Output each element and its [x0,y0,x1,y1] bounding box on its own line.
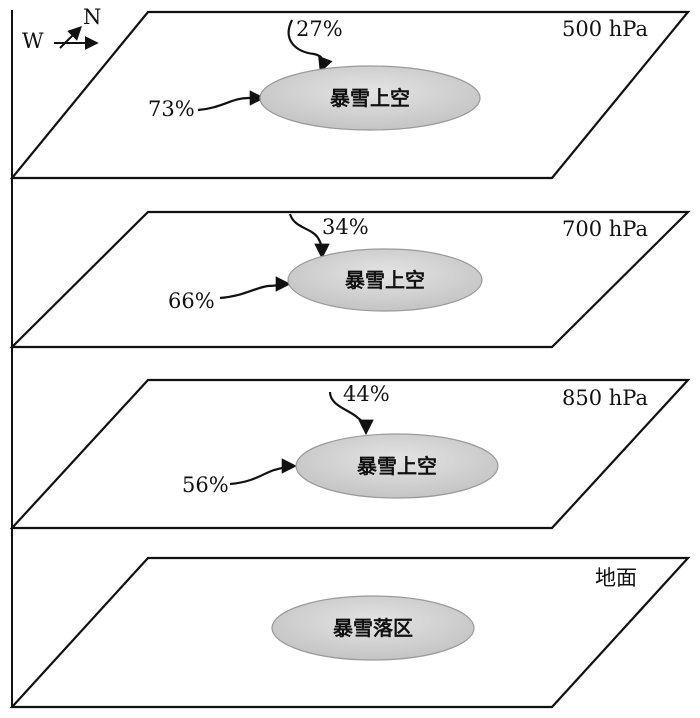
top-percent-700: 34% [322,215,369,239]
side-inflow-arrow-500 [197,90,266,112]
side-inflow-arrow-850 [229,458,298,486]
compass-icon: W N [22,5,101,53]
region-label-700: 暴雪上空 [345,268,425,292]
layer-500hpa: W N 500 hPa 27% 73% 暴雪上空 [9,5,691,180]
region-ellipse-850 [295,433,499,499]
side-percent-850: 56% [182,473,229,497]
side-inflow-arrow-700 [219,276,292,300]
side-percent-700: 66% [168,289,215,313]
layer-700hpa: 700 hPa 34% 66% 暴雪上空 [9,210,691,349]
region-label-500: 暴雪上空 [330,86,410,110]
compass-north-label: N [83,5,101,29]
region-ellipse-surface [271,595,475,661]
top-inflow-arrow-700 [288,213,330,260]
region-ellipse-700 [287,248,483,312]
surface-label: 地面 [595,566,637,590]
top-inflow-arrow-850 [328,391,374,436]
compass-west-label: W [22,29,44,53]
layer-surface: 地面 暴雪落区 [9,556,691,709]
side-percent-500: 73% [148,97,195,121]
pressure-label-850: 850 hPa [562,386,648,410]
pressure-label-700: 700 hPa [562,217,648,241]
region-label-850: 暴雪上空 [357,454,437,478]
layer-850hpa: 850 hPa 44% 56% 暴雪上空 [9,378,691,530]
region-label-surface: 暴雪落区 [333,616,413,640]
top-percent-850: 44% [343,382,390,406]
top-percent-500: 27% [296,17,343,41]
top-inflow-arrow-500 [287,19,333,73]
pressure-label-500: 500 hPa [562,17,648,41]
region-ellipse-500 [259,65,481,131]
